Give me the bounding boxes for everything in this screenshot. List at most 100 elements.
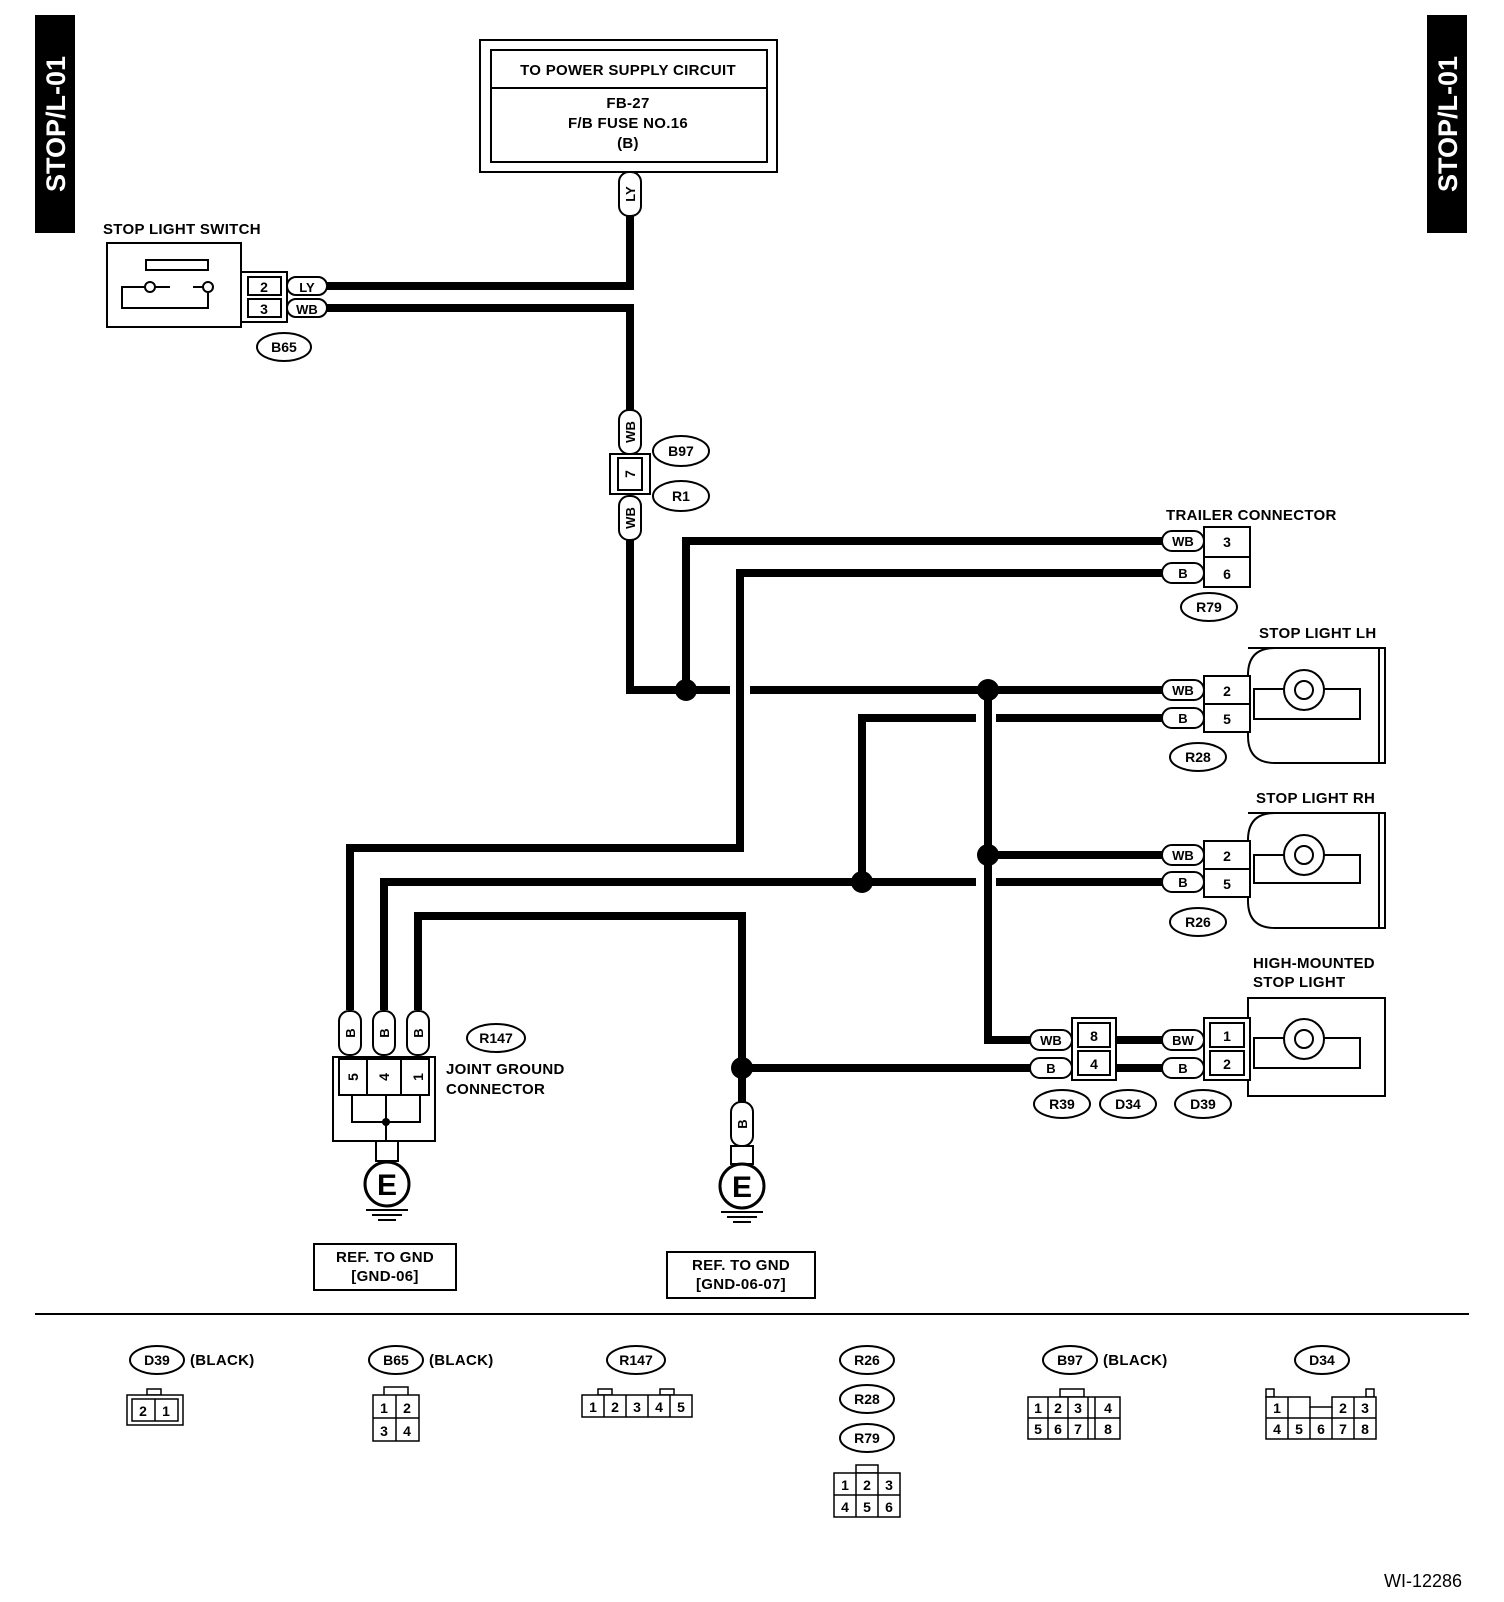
connector-d34-label: D34 xyxy=(1115,1096,1141,1112)
stop-light-lh-title: STOP LIGHT LH xyxy=(1259,625,1377,642)
power-supply-line3: (B) xyxy=(617,135,639,152)
joint-connector-id: R147 xyxy=(479,1030,513,1046)
joint-pin-a: 5 xyxy=(345,1073,361,1081)
wires xyxy=(325,212,1162,1104)
connector-b97-label: B97 xyxy=(668,443,694,459)
joint-pin-b: 4 xyxy=(376,1073,392,1081)
ground2-ref-line1: REF. TO GND xyxy=(692,1257,790,1274)
legend-d34-pin: 8 xyxy=(1361,1421,1369,1437)
ground-two: B E REF. TO GND [GND-06-07] xyxy=(666,1101,816,1299)
legend-d39: D39 (BLACK) 2 1 xyxy=(126,1345,255,1426)
junction-dot xyxy=(675,679,697,701)
stop-light-switch-title: STOP LIGHT SWITCH xyxy=(103,221,261,238)
junction-dot xyxy=(977,844,999,866)
rh-pin-top: 2 xyxy=(1223,848,1231,864)
joint-ground-title-1: JOINT GROUND xyxy=(446,1061,565,1078)
stop-light-lh: STOP LIGHT LH 2 5 WB B R28 xyxy=(1161,625,1386,772)
legend-r26-pin: 2 xyxy=(863,1477,871,1493)
power-supply-title: TO POWER SUPPLY CIRCUIT xyxy=(520,62,736,79)
legend-b65-pin: 3 xyxy=(380,1423,388,1439)
lh-wire-top: WB xyxy=(1172,683,1194,698)
power-supply-line2: F/B FUSE NO.16 xyxy=(568,115,688,132)
legend-d34-pin: 6 xyxy=(1317,1421,1325,1437)
inline-pin: 7 xyxy=(622,470,638,478)
d34-pin-bottom: 4 xyxy=(1090,1056,1098,1072)
stop-light-rh-title: STOP LIGHT RH xyxy=(1256,790,1375,807)
stop-light-rh: STOP LIGHT RH 2 5 WB B R26 xyxy=(1161,790,1386,937)
rh-wire-top: WB xyxy=(1172,848,1194,863)
trailer-pin-bottom: 6 xyxy=(1223,566,1231,582)
legend-b97-pin: 4 xyxy=(1104,1400,1112,1416)
rh-connector-id: R26 xyxy=(1185,914,1211,930)
trailer-pin-top: 3 xyxy=(1223,534,1231,550)
joint-ground-title-2: CONNECTOR xyxy=(446,1081,545,1098)
inline-connector-b97-r1: WB 7 WB B97 R1 xyxy=(609,409,710,541)
legend-r26-pin: 1 xyxy=(841,1477,849,1493)
rh-pin-bottom: 5 xyxy=(1223,876,1231,892)
legend-b97-pin: 6 xyxy=(1054,1421,1062,1437)
high-mounted-title-1: HIGH-MOUNTED xyxy=(1253,955,1375,972)
legend-r28-id: R28 xyxy=(854,1391,880,1407)
legend-b97-id: B97 xyxy=(1057,1352,1083,1368)
trailer-connector-title: TRAILER CONNECTOR xyxy=(1166,507,1337,524)
legend-b97-note: (BLACK) xyxy=(1103,1352,1168,1369)
junction-dot xyxy=(731,1057,753,1079)
legend-r147-pin: 5 xyxy=(677,1399,685,1415)
side-tag-right: STOP/L-01 xyxy=(1427,15,1467,233)
switch-wire-bottom: WB xyxy=(296,302,318,317)
legend-d39-pin: 1 xyxy=(162,1403,170,1419)
connector-d39-label: D39 xyxy=(1190,1096,1216,1112)
trailer-wire-top: WB xyxy=(1172,534,1194,549)
high-pin-bottom: 2 xyxy=(1223,1056,1231,1072)
legend-d39-id: D39 xyxy=(144,1352,170,1368)
wire-label-wb-upper: WB xyxy=(623,421,638,443)
legend-b97-pin: 3 xyxy=(1074,1400,1082,1416)
legend-r26-pin: 3 xyxy=(885,1477,893,1493)
legend-d34-pin: 5 xyxy=(1295,1421,1303,1437)
joint-wire-b: B xyxy=(377,1028,392,1037)
legend-r26-pin: 6 xyxy=(885,1499,893,1515)
document-id: WI-12286 xyxy=(1384,1571,1462,1591)
junction-dots xyxy=(675,679,999,1079)
side-tag-right-text: STOP/L-01 xyxy=(1433,56,1463,192)
legend-r147-pin: 2 xyxy=(611,1399,619,1415)
legend-r147: R147 1 2 3 4 5 xyxy=(581,1345,693,1418)
switch-pin-top: 2 xyxy=(260,279,268,295)
legend-r147-pin: 4 xyxy=(655,1399,663,1415)
high-in-wire-bottom: B xyxy=(1046,1061,1055,1076)
joint-ref-line2: [GND-06] xyxy=(351,1268,418,1285)
legend-d34: D34 1 2 3 4 5 6 7 8 xyxy=(1265,1345,1377,1440)
lh-connector-id: R28 xyxy=(1185,749,1211,765)
wire-b-rh-2 xyxy=(380,878,976,1010)
legend-d34-id: D34 xyxy=(1309,1352,1335,1368)
wire-label-supply-text: LY xyxy=(623,186,638,202)
wire-ly-supply xyxy=(325,212,634,290)
legend-b65-pin: 1 xyxy=(380,1400,388,1416)
legend-r79-id: R79 xyxy=(854,1430,880,1446)
wire-wb-trailer xyxy=(682,537,1162,690)
side-tag-left-text: STOP/L-01 xyxy=(41,56,71,192)
legend-r26-pin: 4 xyxy=(841,1499,849,1515)
wire-wb-bus xyxy=(984,690,1038,1044)
legend-b97-pin: 8 xyxy=(1104,1421,1112,1437)
lh-pin-top: 2 xyxy=(1223,683,1231,699)
legend-r26-r28-r79: R26 R28 R79 1 2 3 4 5 6 xyxy=(833,1345,901,1518)
legend-d34-pin: 3 xyxy=(1361,1400,1369,1416)
legend-r147-id: R147 xyxy=(619,1352,653,1368)
legend-b97-pin: 2 xyxy=(1054,1400,1062,1416)
joint-ground-symbol: E xyxy=(377,1169,397,1202)
legend-d34-pin: 4 xyxy=(1273,1421,1281,1437)
high-mounted-title-2: STOP LIGHT xyxy=(1253,974,1345,991)
joint-wire-c: B xyxy=(411,1028,426,1037)
high-pin-top: 1 xyxy=(1223,1028,1231,1044)
connector-r39-label: R39 xyxy=(1049,1096,1075,1112)
wire-label-wb-lower: WB xyxy=(623,507,638,529)
high-mounted-stop-light: HIGH-MOUNTED STOP LIGHT 1 2 BW B 8 4 WB … xyxy=(1029,955,1386,1119)
lh-wire-bottom: B xyxy=(1178,711,1187,726)
switch-pin-bottom: 3 xyxy=(260,301,268,317)
legend-r26-pin: 5 xyxy=(863,1499,871,1515)
legend-d39-note: (BLACK) xyxy=(190,1352,255,1369)
legend-b97-pin: 5 xyxy=(1034,1421,1042,1437)
joint-ref-line1: REF. TO GND xyxy=(336,1249,434,1266)
